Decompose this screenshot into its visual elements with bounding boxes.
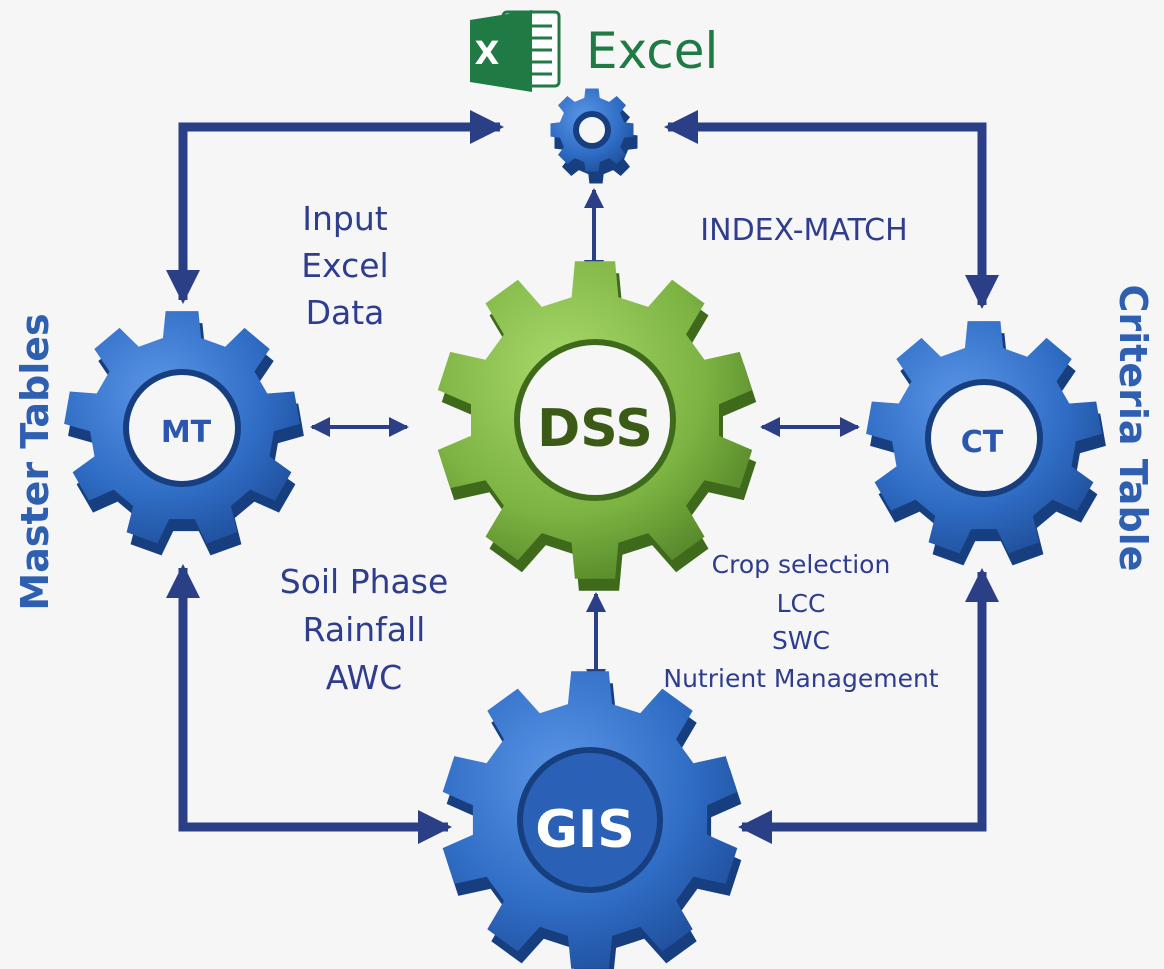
input-excel-data-label: Input Excel Data <box>301 199 388 332</box>
gear-label-gis: GIS <box>535 800 634 860</box>
gear-ct <box>866 321 1106 566</box>
excel-logo: X Excel <box>470 10 718 92</box>
gear-excel-small <box>550 88 638 184</box>
data-line: Data <box>306 293 385 332</box>
excel-icon-letter: X <box>475 34 500 72</box>
rainfall-line: Rainfall <box>303 610 426 649</box>
index-match-label: INDEX-MATCH <box>700 213 907 248</box>
excel-icon: X <box>470 10 561 92</box>
arrow-ct-gis <box>738 568 999 844</box>
connectors <box>166 110 999 844</box>
gear-mt <box>64 311 304 556</box>
soil-inputs-label: Soil Phase Rainfall AWC <box>280 562 449 697</box>
excel-line: Excel <box>301 246 388 285</box>
input-line: Input <box>302 199 388 238</box>
nutrient-management-line: Nutrient Management <box>663 664 938 693</box>
soil-phase-line: Soil Phase <box>280 562 449 601</box>
arrow-mt-gis <box>166 564 452 844</box>
gear-label-mt: MT <box>161 415 212 450</box>
gear-gis-hole <box>517 747 663 893</box>
gear-gis <box>442 671 742 969</box>
crop-selection-line: Crop selection <box>712 550 891 579</box>
gear-dss <box>437 261 757 591</box>
swc-line: SWC <box>772 626 830 655</box>
lcc-line: LCC <box>777 589 826 618</box>
outputs-label: Crop selection LCC SWC Nutrient Manageme… <box>663 550 938 693</box>
arrow-mt-excel <box>166 110 504 304</box>
gear-label-dss: DSS <box>537 399 653 459</box>
arrow-excel-ct <box>664 110 999 309</box>
criteria-table-label: Criteria Table <box>1111 285 1155 572</box>
gear-excel-small-hole <box>573 111 611 149</box>
gear-layer <box>64 88 1106 969</box>
excel-title: Excel <box>586 22 718 80</box>
master-tables-label: Master Tables <box>13 313 57 610</box>
gear-label-ct: CT <box>961 425 1004 460</box>
gear-mt-hole <box>123 369 241 487</box>
gear-ct-hole <box>925 379 1043 497</box>
gear-dss-hole <box>514 339 676 501</box>
awc-line: AWC <box>326 658 402 697</box>
